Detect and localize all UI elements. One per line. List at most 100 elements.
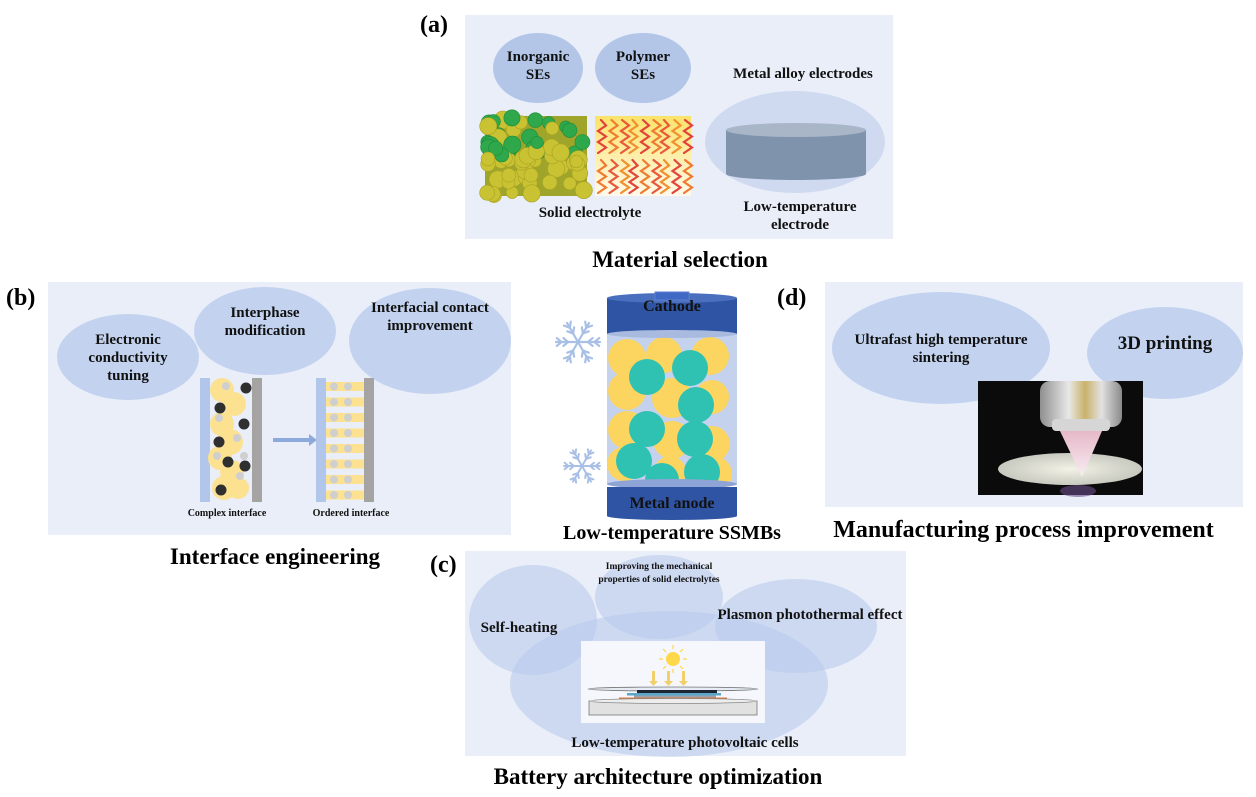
teal-particle bbox=[616, 443, 652, 479]
particle bbox=[501, 167, 516, 183]
label-polymer-ses: Polymer SEs bbox=[615, 49, 671, 83]
snowflake-icon bbox=[554, 320, 602, 364]
particle bbox=[330, 382, 338, 391]
particle bbox=[523, 167, 539, 183]
polymer-chain bbox=[659, 158, 671, 195]
snowflake-icon bbox=[563, 448, 601, 484]
label-ordered-interface: Ordered interface bbox=[312, 508, 390, 519]
panel-b-tag: (b) bbox=[6, 285, 36, 311]
polymer-chain bbox=[670, 158, 683, 195]
label-complex-interface: Complex interface bbox=[187, 508, 267, 519]
particle bbox=[222, 382, 230, 390]
label-self-heating: Self-heating bbox=[480, 620, 558, 636]
label-low-temperature-photovoltaic-cells: Low-temperature photovoltaic cells bbox=[571, 735, 799, 751]
teal-particle bbox=[677, 421, 713, 457]
polymer-chain bbox=[619, 158, 631, 195]
teal-particle bbox=[672, 350, 708, 386]
arrow-right-icon bbox=[273, 434, 317, 446]
particle bbox=[574, 134, 591, 150]
particle bbox=[527, 112, 544, 128]
particle bbox=[344, 460, 352, 468]
particle bbox=[330, 491, 338, 499]
bubble-interphase bbox=[194, 287, 336, 375]
caption-interface-engineering: Interface engineering bbox=[169, 544, 381, 569]
label-3d-printing: 3D printing bbox=[1117, 333, 1213, 354]
caption-material-selection: Material selection bbox=[592, 247, 768, 272]
polymer-chain bbox=[619, 118, 631, 155]
polymer-chain bbox=[639, 158, 651, 195]
panel-material-selection: Inorganic SEs Polymer SEs Solid electrol… bbox=[465, 15, 893, 239]
particle bbox=[330, 398, 338, 406]
sun-ray bbox=[679, 665, 684, 670]
particle bbox=[233, 434, 241, 442]
label-improving-mechanical-properties: Improving the mechanical properties of s… bbox=[598, 562, 720, 586]
label-inorganic-ses: Inorganic SEs bbox=[506, 49, 570, 83]
3d-printing-photo bbox=[978, 381, 1143, 497]
label-ultrafast-high-temperature-sintering: Ultrafast high temperature sintering bbox=[854, 332, 1028, 366]
particle bbox=[344, 398, 352, 406]
caption-manufacturing-process-improvement: Manufacturing process improvement bbox=[833, 517, 1214, 543]
ordered-interface-diagram bbox=[316, 378, 374, 502]
particle bbox=[562, 122, 578, 138]
particle bbox=[542, 174, 558, 190]
polymer-chain bbox=[650, 158, 663, 195]
polymer-chain bbox=[639, 118, 651, 155]
particle bbox=[330, 429, 338, 437]
particle bbox=[569, 154, 583, 169]
particle bbox=[344, 429, 352, 437]
label-metal-anode: Metal anode bbox=[629, 495, 715, 512]
particle bbox=[238, 418, 250, 430]
bubble-inorganic bbox=[493, 33, 583, 103]
particle bbox=[530, 135, 544, 149]
particle bbox=[479, 117, 498, 136]
polymer-chain bbox=[596, 118, 608, 155]
polymer-chain bbox=[650, 118, 663, 155]
label-metal-alloy-electrodes: Metal alloy electrodes bbox=[733, 66, 873, 82]
polymer-chain bbox=[659, 118, 671, 155]
particle bbox=[344, 444, 352, 453]
particle bbox=[503, 109, 521, 127]
particle bbox=[239, 460, 251, 472]
particle bbox=[344, 475, 352, 484]
teal-particle bbox=[678, 387, 714, 423]
polymer-chain bbox=[596, 158, 608, 195]
polymer-chain bbox=[607, 158, 620, 195]
particle bbox=[479, 184, 496, 201]
polymer-chain bbox=[682, 158, 694, 195]
metal-disc-icon bbox=[726, 123, 866, 180]
particle bbox=[222, 456, 234, 468]
complex-interface-diagram bbox=[200, 378, 262, 502]
label-cathode: Cathode bbox=[643, 298, 701, 315]
sun-ray bbox=[662, 648, 667, 653]
particle bbox=[562, 176, 577, 191]
label-low-temperature-electrode: Low-temperature electrode bbox=[743, 199, 857, 233]
particle bbox=[330, 444, 338, 453]
polymer-chain bbox=[627, 118, 640, 155]
label-solid-electrolyte: Solid electrolyte bbox=[538, 205, 642, 221]
particle bbox=[227, 477, 249, 499]
particle bbox=[545, 121, 560, 136]
teal-particle bbox=[629, 411, 665, 447]
particle bbox=[213, 436, 225, 448]
particle bbox=[503, 135, 522, 154]
label-plasmon-photothermal-effect: Plasmon photothermal effect bbox=[717, 607, 903, 623]
particle bbox=[344, 413, 352, 422]
teal-particle bbox=[629, 359, 665, 395]
particle bbox=[330, 460, 338, 468]
particle bbox=[574, 181, 593, 200]
polymer-chain bbox=[682, 118, 694, 155]
polymer-chain bbox=[607, 118, 620, 155]
particle bbox=[330, 413, 338, 422]
particle bbox=[522, 184, 541, 203]
sun-ray bbox=[679, 648, 684, 653]
battery-diagram bbox=[554, 291, 737, 520]
panel-manufacturing-process: Ultrafast high temperature sintering 3D … bbox=[825, 282, 1243, 507]
label-interphase-modification: Interphase modification bbox=[224, 305, 306, 339]
particle bbox=[551, 143, 570, 162]
particle bbox=[240, 452, 248, 460]
label-electronic-conductivity-tuning: Electronic conductivity tuning bbox=[88, 332, 168, 384]
panel-c-tag: (c) bbox=[430, 552, 457, 578]
bubble-polymer bbox=[595, 33, 691, 103]
sun-ray bbox=[662, 665, 667, 670]
label-interfacial-contact-improvement: Interfacial contact improvement bbox=[371, 300, 489, 334]
